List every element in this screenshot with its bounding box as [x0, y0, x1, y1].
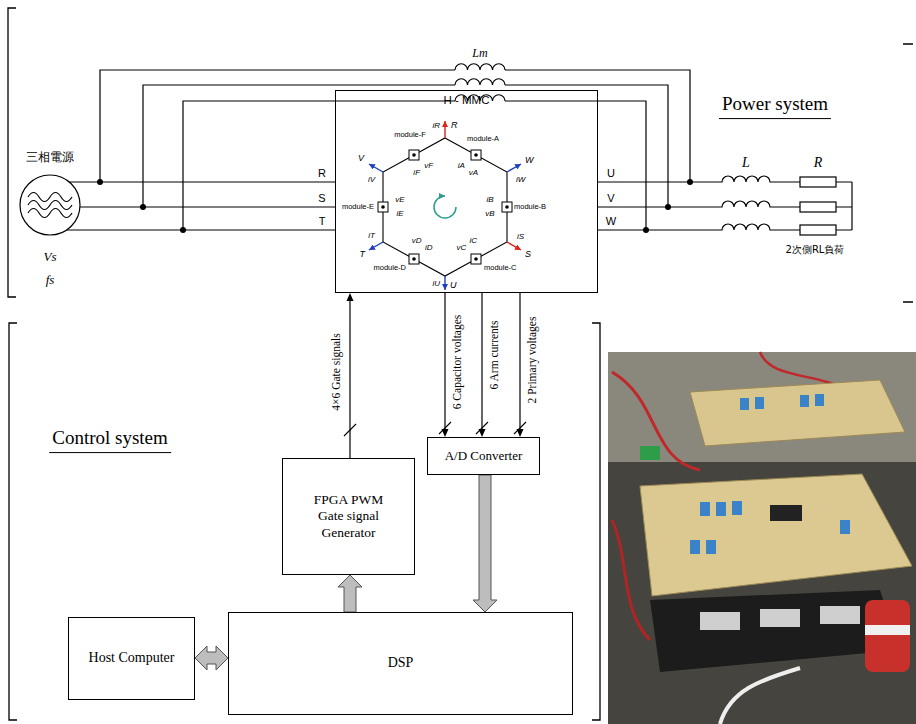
terminal-name: W	[525, 155, 534, 165]
source-label: 三相電源	[26, 151, 74, 165]
terminal-name: U	[607, 167, 615, 180]
frequency-label: fs	[46, 273, 55, 288]
signal-line	[347, 293, 354, 458]
voltage-label: Vs	[44, 250, 57, 265]
terminal-name: T	[319, 215, 326, 228]
voltage-symbol: vD	[412, 236, 422, 245]
current-symbol: iF	[413, 169, 420, 178]
voltage-symbol: vE	[395, 195, 404, 204]
current-symbol: iD	[425, 243, 433, 252]
data-bus-arrow	[195, 646, 228, 670]
module-name: module-B	[514, 203, 546, 212]
current-symbol: iU	[432, 279, 440, 288]
host-box: Host Computer	[68, 617, 195, 700]
current-symbol: iS	[517, 232, 524, 241]
data-bus-arrow	[338, 575, 362, 612]
box-label: DSP	[388, 655, 414, 672]
resistor-label: R	[814, 155, 823, 171]
terminal-name: R	[318, 167, 326, 180]
fpga-box: FPGA PWM Gate signal Generator	[282, 458, 415, 575]
terminal-name: U	[450, 280, 457, 290]
terminal-name: V	[358, 153, 364, 163]
junction-dot	[97, 179, 693, 233]
terminal-name: T	[360, 249, 366, 259]
data-bus-arrow	[473, 475, 497, 612]
signal-label: 6 Capacitor voltages	[451, 315, 464, 410]
box-label: FPGA PWM Gate signal Generator	[314, 492, 384, 541]
inductance-label: Lm	[472, 47, 487, 61]
current-symbol: iT	[368, 231, 375, 240]
box-label: A/D Converter	[445, 448, 523, 464]
bus-slash	[344, 422, 526, 436]
adc-box: A/D Converter	[427, 437, 540, 475]
dsp-box: DSP	[228, 612, 573, 715]
current-symbol: iA	[458, 161, 465, 170]
signal-line	[479, 293, 486, 437]
current-symbol: iB	[486, 195, 493, 204]
terminal-name: W	[606, 215, 616, 228]
terminal-name: S	[525, 249, 531, 259]
voltage-symbol: vC	[456, 243, 466, 252]
load-label: 2次側RL負荷	[786, 244, 845, 256]
signal-label: 6 Arm currents	[488, 321, 501, 390]
terminal-name: R	[451, 120, 458, 130]
current-symbol: iR	[432, 121, 440, 130]
module-name: module-A	[467, 135, 499, 144]
module-name: module-F	[394, 131, 426, 140]
current-symbol: iE	[396, 209, 403, 218]
hexagon-converter	[369, 121, 521, 290]
current-symbol: iV	[368, 175, 375, 184]
voltage-symbol: vB	[485, 209, 494, 218]
signal-line	[517, 293, 524, 437]
signal-label: 4×6 Gate signals	[330, 333, 343, 410]
module-name: module-C	[484, 264, 517, 273]
current-symbol: iC	[470, 236, 478, 245]
module-name: module-E	[342, 203, 374, 212]
terminal-name: V	[607, 192, 614, 205]
inductor-label: L	[742, 155, 750, 171]
converter-box: H - MMC	[335, 90, 598, 293]
section-title: Power system	[719, 93, 831, 119]
source-symbol	[20, 175, 80, 235]
voltage-symbol: vF	[424, 161, 433, 170]
box-label: H - MMC	[444, 94, 490, 108]
voltage-symbol: vA	[469, 169, 478, 178]
signal-label: 2 Primary voltages	[526, 317, 539, 404]
box-label: Host Computer	[89, 650, 175, 667]
signal-line	[442, 293, 449, 437]
terminal-name: S	[318, 192, 325, 205]
current-symbol: iW	[516, 175, 525, 184]
module-name: module-D	[373, 264, 406, 273]
photo	[608, 352, 916, 724]
section-title: Control system	[49, 427, 171, 453]
